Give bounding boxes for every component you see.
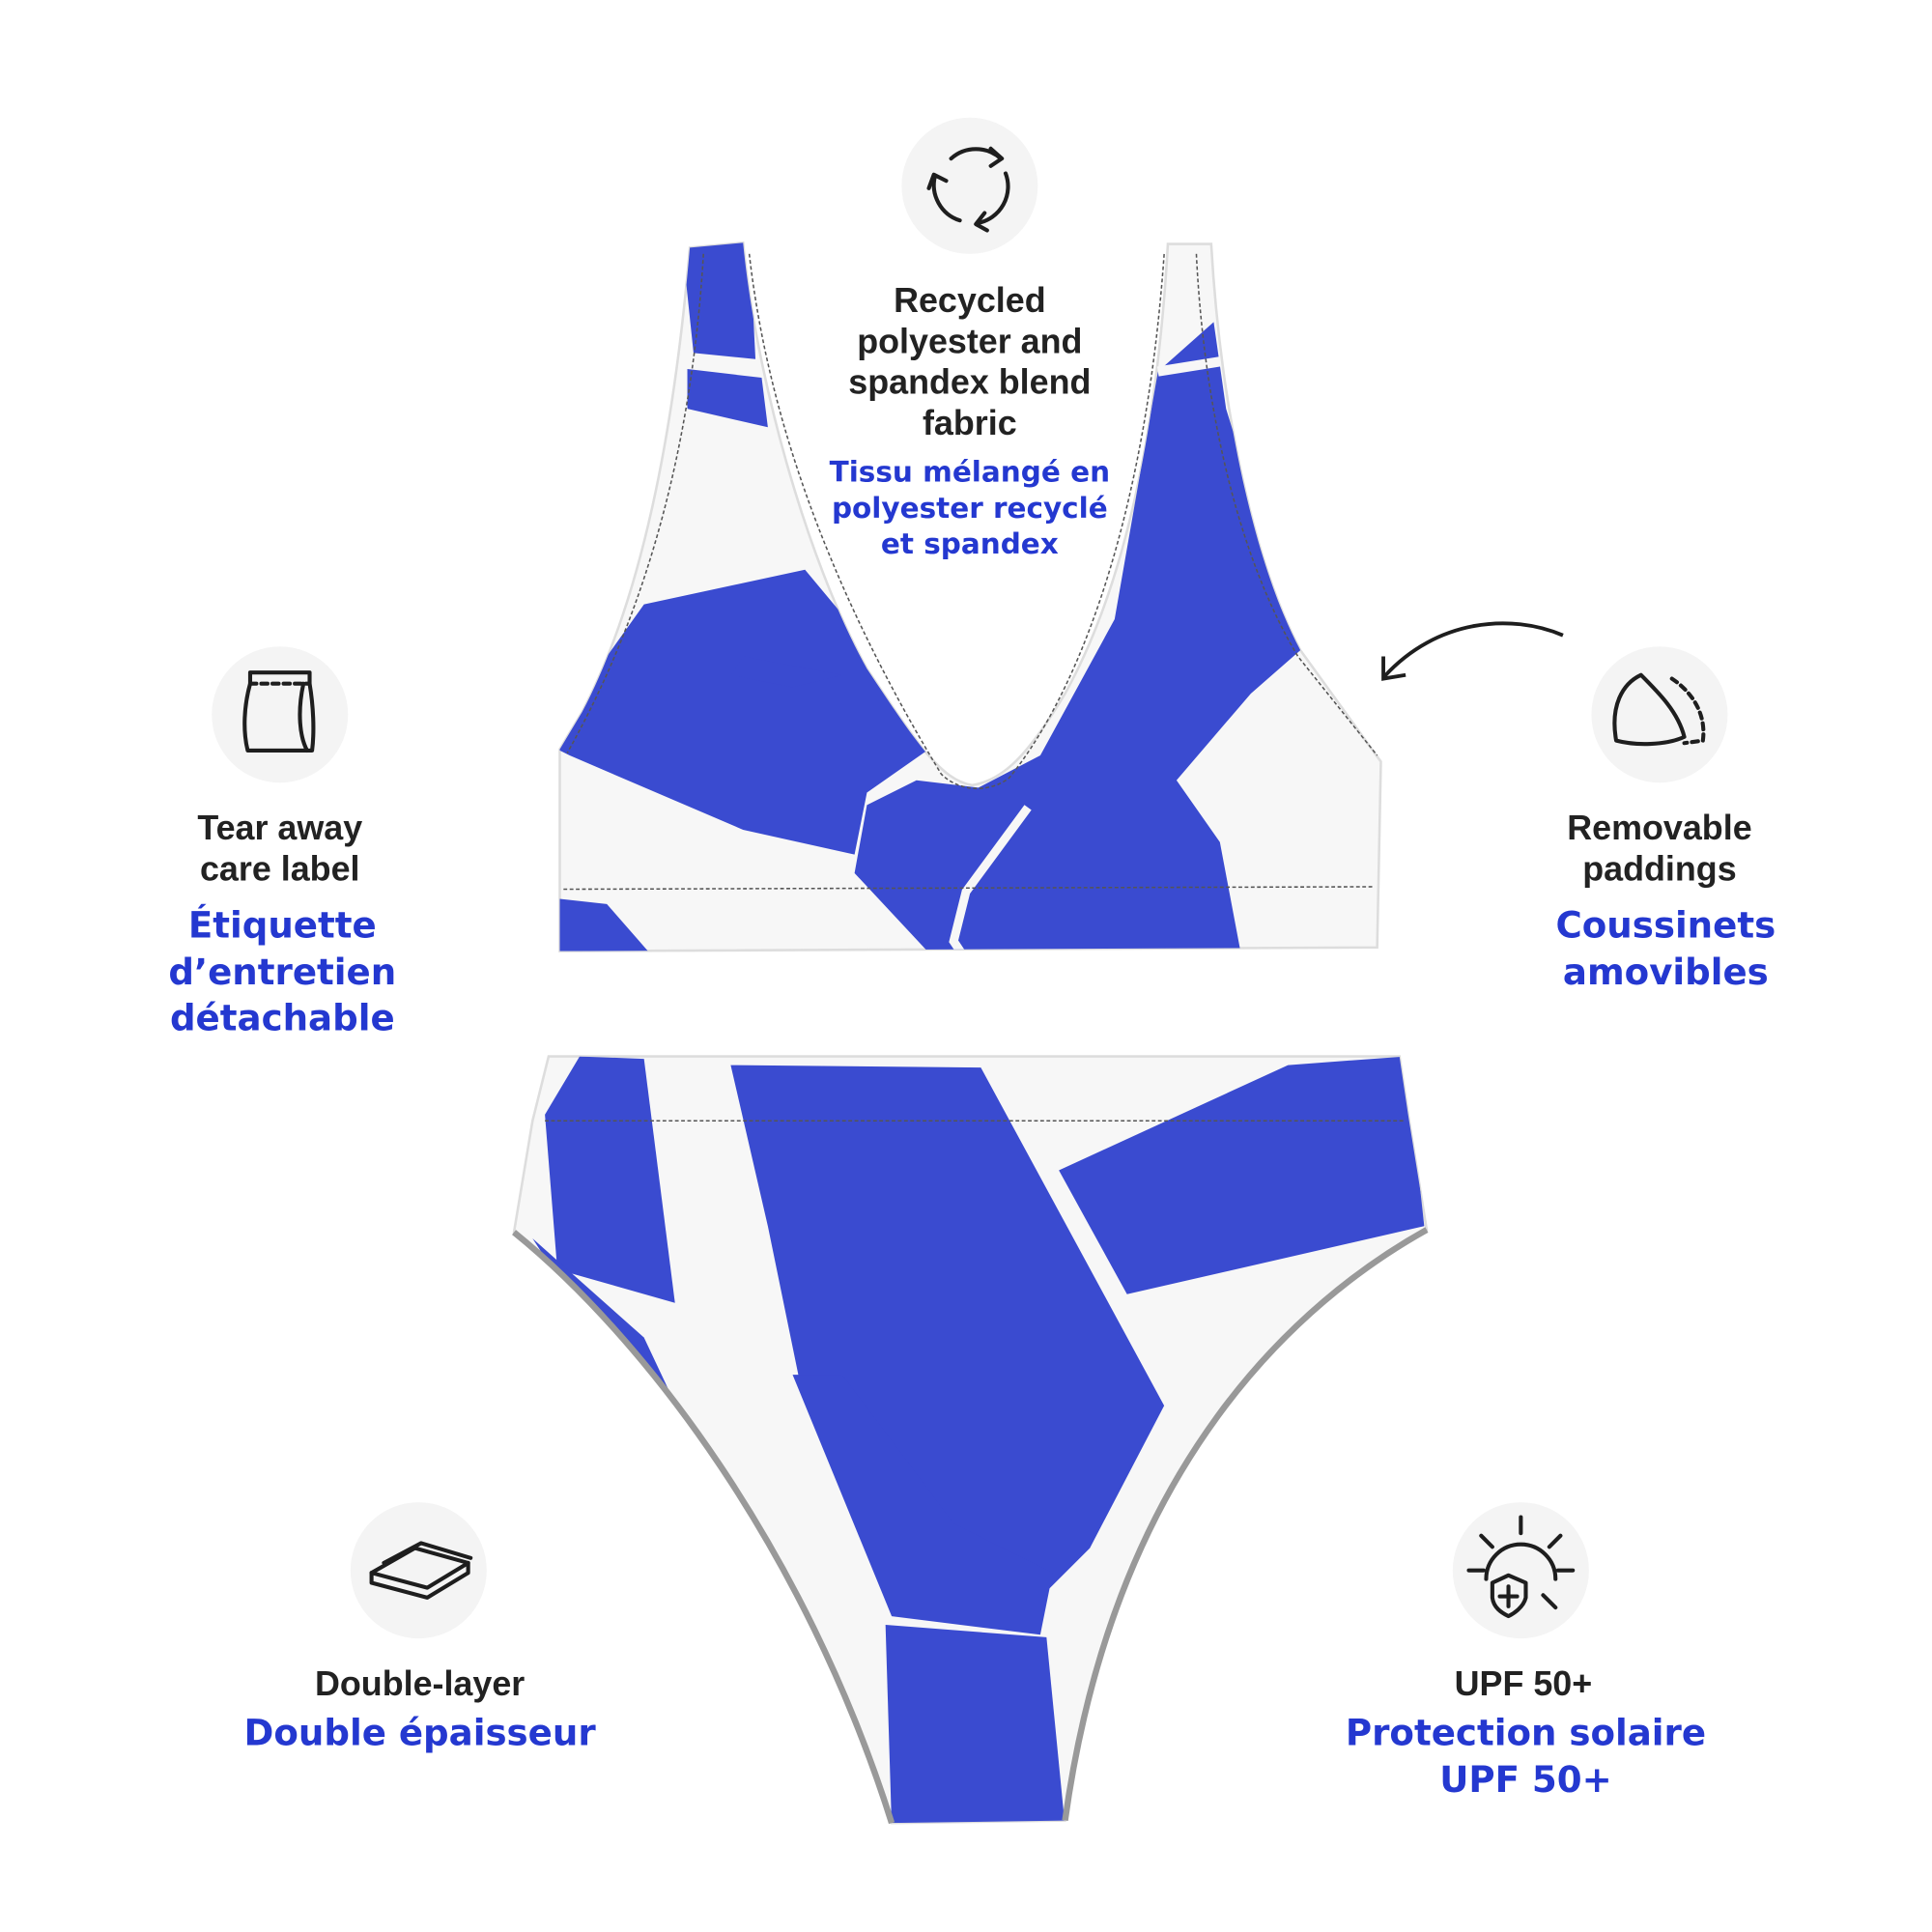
icon-background: [901, 117, 1038, 254]
upf-french-line: UPF 50+: [1439, 1758, 1612, 1801]
paddings-french-line: amovibles: [1563, 951, 1769, 993]
feature-care-label: Tear away care label Étiquette d’entreti…: [168, 646, 396, 1039]
feature-double-layer: Double-layer Double épaisseur: [244, 1502, 597, 1753]
care-label-icon: [242, 670, 316, 753]
fabric-title-line: polyester and: [857, 322, 1082, 360]
feature-upf: UPF 50+ Protection solaire UPF 50+: [1346, 1502, 1706, 1801]
care-label-french-line: Étiquette: [188, 904, 377, 947]
fabric-title-line: spandex blend: [848, 363, 1091, 402]
upf-french-line: Protection solaire: [1346, 1711, 1706, 1753]
recycle-icon: [926, 146, 1010, 233]
paddings-title-line: paddings: [1582, 850, 1736, 889]
icon-background: [1591, 646, 1728, 783]
fabric-french-line: Tissu mélangé en: [830, 456, 1111, 489]
double-layer-french: Double épaisseur: [244, 1711, 597, 1753]
care-label-title-line: care label: [200, 850, 360, 889]
care-label-french-line: détachable: [170, 997, 395, 1039]
layers-icon: [369, 1541, 473, 1600]
paddings-title-line: Removable: [1567, 809, 1751, 847]
pointer-arrow: [1382, 621, 1564, 678]
icon-background: [212, 646, 349, 783]
care-label-title-line: Tear away: [197, 809, 362, 847]
fabric-title-line: fabric: [923, 404, 1017, 442]
feature-paddings: Removable paddings Coussinets amovibles: [1381, 621, 1776, 993]
bikini-top-image: [558, 241, 1382, 952]
bikini-bottom-image: [512, 1055, 1429, 1825]
care-label-french-line: d’entretien: [168, 951, 396, 993]
padding-icon: [1612, 672, 1706, 747]
fabric-french-line: polyester recyclé: [832, 492, 1108, 525]
icon-background: [350, 1502, 487, 1639]
fabric-french-line: et spandex: [881, 527, 1059, 560]
sun-shield-icon: [1466, 1515, 1576, 1619]
upf-title: UPF 50+: [1455, 1664, 1593, 1703]
double-layer-title: Double-layer: [315, 1664, 525, 1703]
paddings-french-line: Coussinets: [1555, 904, 1776, 947]
fabric-title-line: Recycled: [894, 281, 1046, 320]
feature-fabric: Recycled polyester and spandex blend fab…: [830, 117, 1111, 560]
